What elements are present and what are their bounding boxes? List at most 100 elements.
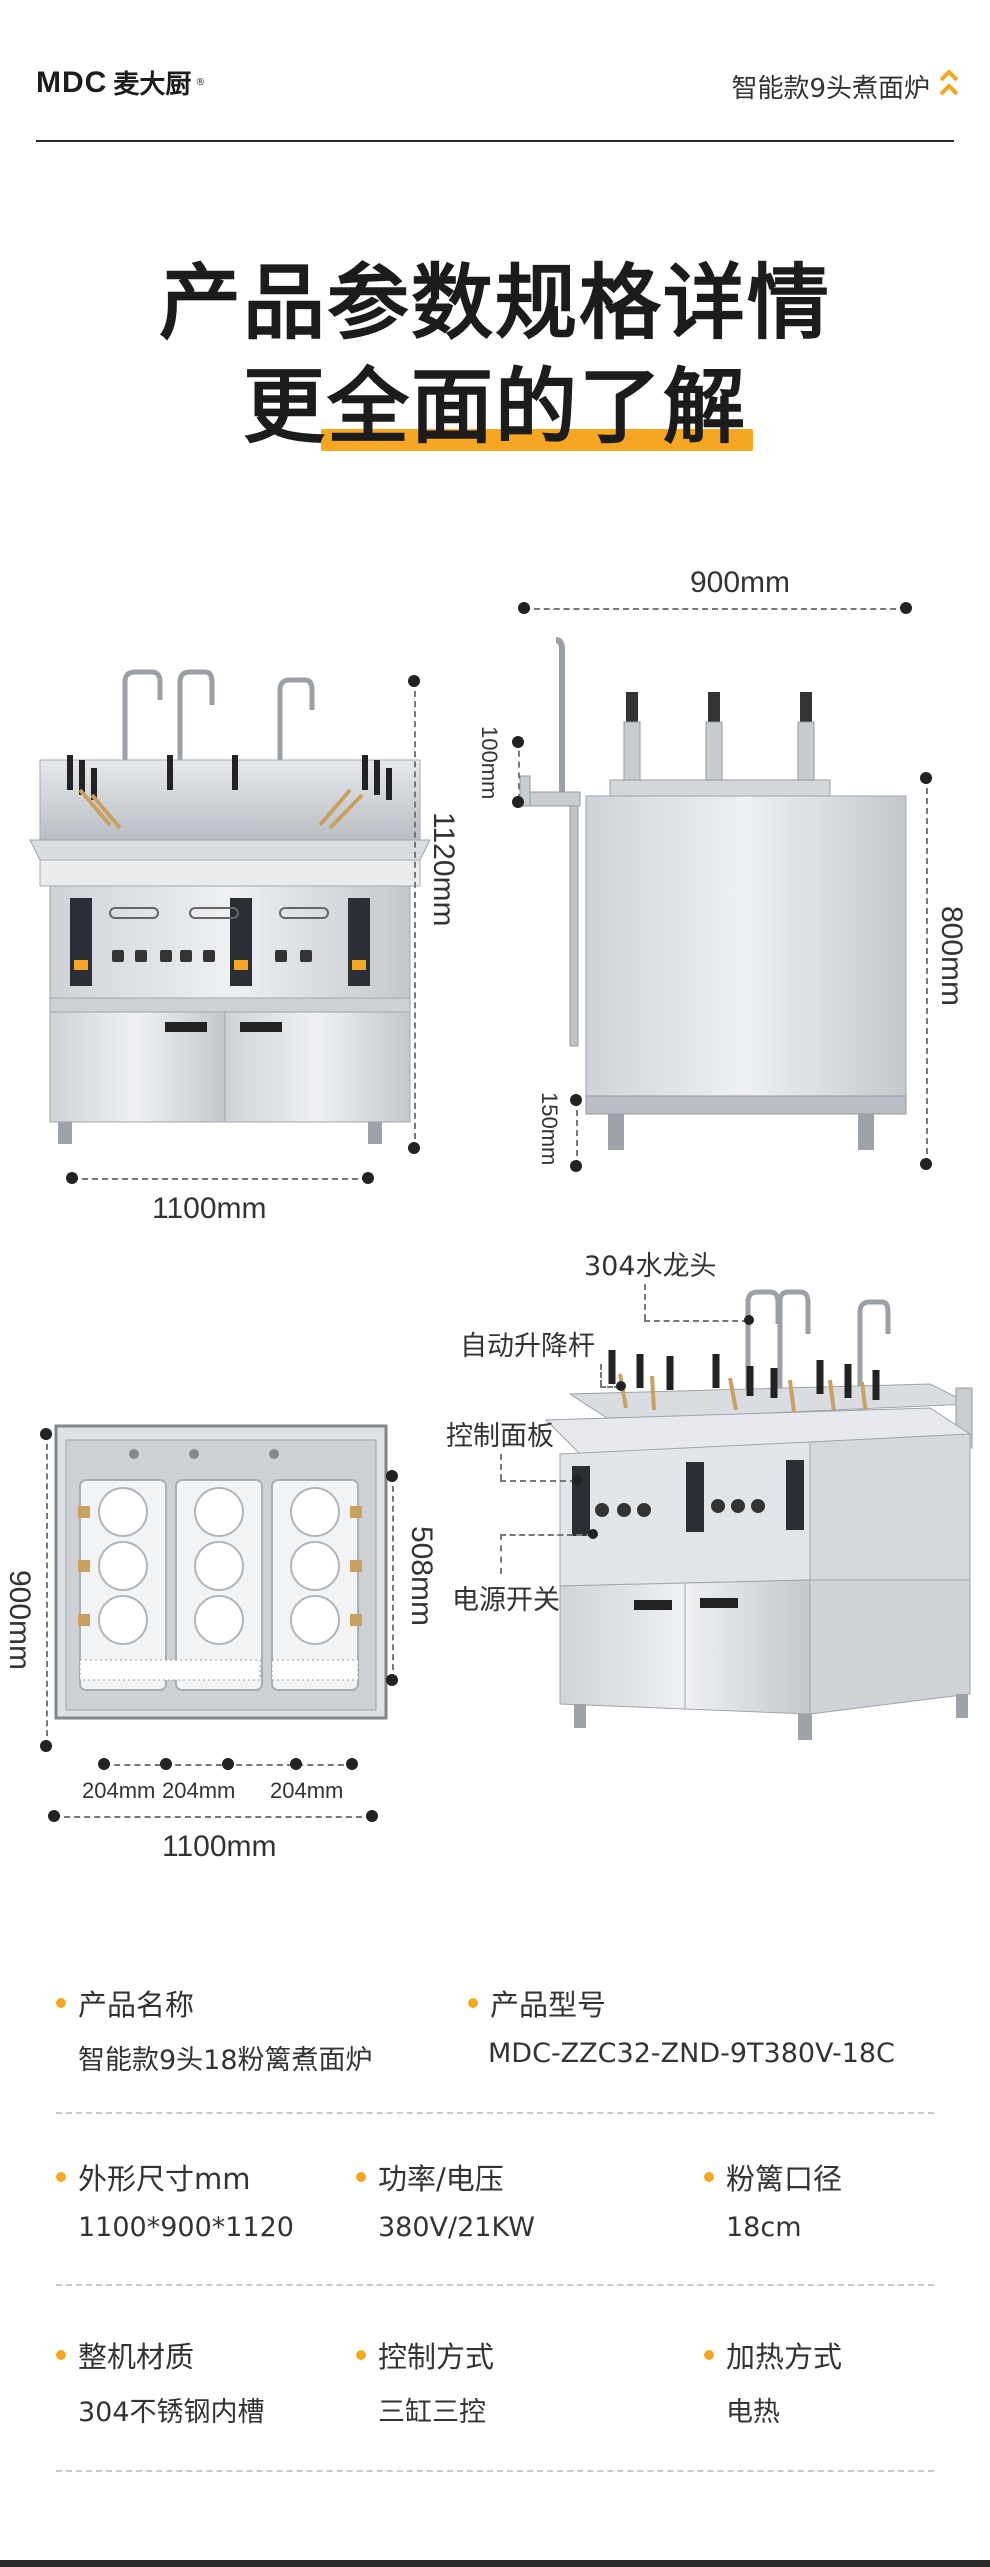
spec-divider xyxy=(56,2112,934,2114)
headline-highlight: 全面的了解 xyxy=(320,340,754,459)
double-chevron-up-icon xyxy=(939,69,959,96)
callout-power-line-h xyxy=(500,1534,592,1536)
spec-label-dimensions: 外形尺寸mm xyxy=(56,2156,251,2198)
spec-value-power: 380V/21KW xyxy=(378,2212,535,2243)
spec-label-model: 产品型号 xyxy=(468,1982,606,2024)
spec-label-product-name: 产品名称 xyxy=(56,1982,194,2024)
front-width-label: 1100mm xyxy=(152,1192,267,1225)
spec-label-text: 粉篱口径 xyxy=(726,2162,843,2196)
callout-lift-rod: 自动升降杆 xyxy=(460,1331,595,1362)
front-height-dimline xyxy=(414,681,416,1149)
spec-value-basket-size: 18cm xyxy=(726,2212,802,2243)
dim-dot xyxy=(920,772,932,784)
callout-dot xyxy=(616,1381,626,1391)
bullet-dot xyxy=(704,2172,714,2182)
front-height-label: 1120mm xyxy=(427,812,460,927)
callout-control-panel: 控制面板 xyxy=(446,1421,554,1452)
spec-value-model: MDC-ZZC32-ZND-9T380V-18C xyxy=(488,2038,895,2069)
spec-divider xyxy=(56,2470,934,2472)
spec-value-dimensions: 1100*900*1120 xyxy=(78,2212,294,2243)
dim-dot xyxy=(570,1094,582,1106)
spec-divider xyxy=(56,2284,934,2286)
dim-dot xyxy=(366,1810,378,1822)
callout-dot xyxy=(744,1315,754,1325)
dim-dot xyxy=(570,1160,582,1172)
dim-dot xyxy=(900,602,912,614)
registered-mark: ® xyxy=(195,77,206,88)
dim-dot xyxy=(362,1172,374,1184)
side-leg-dimline xyxy=(576,1100,578,1166)
callout-power-line xyxy=(500,1534,502,1574)
dim-dot xyxy=(48,1810,60,1822)
header-divider xyxy=(36,140,954,142)
spec-value-product-name: 智能款9头18粉篱煮面炉 xyxy=(78,2045,373,2076)
brand-logo: MDC 麦大厨 ® xyxy=(36,64,205,101)
bullet-dot xyxy=(356,2350,366,2360)
dim-dot xyxy=(290,1758,302,1770)
top-basin-label: 508mm xyxy=(405,1526,438,1627)
top-view-illustration xyxy=(54,1424,388,1720)
side-depth-dimline xyxy=(524,608,906,610)
dim-dot xyxy=(518,602,530,614)
side-body-dimline xyxy=(926,778,928,1164)
spec-label-text: 整机材质 xyxy=(78,2340,195,2374)
callout-lift-line-h xyxy=(600,1386,620,1388)
side-top-label: 100mm xyxy=(477,726,502,800)
callout-faucet: 304水龙头 xyxy=(584,1251,717,1282)
spec-value-control: 三缸三控 xyxy=(378,2397,486,2428)
callout-panel-line-h xyxy=(500,1480,576,1482)
front-view-illustration xyxy=(29,669,431,1144)
callout-lift-line xyxy=(600,1364,602,1386)
spec-label-material: 整机材质 xyxy=(56,2334,194,2376)
side-body-label: 800mm xyxy=(935,906,968,1007)
dim-dot xyxy=(40,1740,52,1752)
callout-panel-line xyxy=(500,1454,502,1480)
bullet-dot xyxy=(56,2172,66,2182)
dim-dot xyxy=(222,1758,234,1770)
headline-line-2: 更全面的了解 xyxy=(0,340,990,459)
callout-faucet-line xyxy=(644,1284,646,1320)
top-width-label: 1100mm xyxy=(162,1830,277,1863)
dim-dot xyxy=(408,1142,420,1154)
bullet-dot xyxy=(356,2172,366,2182)
spec-label-control: 控制方式 xyxy=(356,2334,494,2376)
spec-label-heating: 加热方式 xyxy=(704,2334,842,2376)
top-segment-1-label: 204mm xyxy=(82,1778,156,1803)
bullet-dot xyxy=(56,2350,66,2360)
dim-dot xyxy=(512,736,524,748)
callout-dot xyxy=(572,1475,582,1485)
header-title: 智能款9头煮面炉 xyxy=(731,74,930,104)
headline-line-1: 产品参数规格详情 xyxy=(158,256,831,351)
side-top-dimline xyxy=(518,740,520,800)
spec-label-text: 加热方式 xyxy=(726,2340,843,2374)
front-width-dimline xyxy=(72,1178,368,1180)
spec-label-text: 产品型号 xyxy=(490,1988,607,2022)
spec-value-material: 304不锈钢内槽 xyxy=(78,2397,265,2428)
dim-dot xyxy=(920,1158,932,1170)
logo-chinese: 麦大厨 xyxy=(113,70,192,100)
logo-latin: MDC xyxy=(36,65,108,99)
top-depth-dimline xyxy=(46,1434,48,1746)
headline-prefix: 更 xyxy=(242,360,327,455)
dim-dot xyxy=(98,1758,110,1770)
dim-dot xyxy=(512,796,524,808)
dim-dot xyxy=(40,1428,52,1440)
dim-dot xyxy=(160,1758,172,1770)
spec-label-text: 产品名称 xyxy=(78,1988,195,2022)
top-width-dimline xyxy=(54,1816,372,1818)
top-segment-3-label: 204mm xyxy=(270,1778,344,1803)
callout-dot xyxy=(588,1529,598,1539)
side-leg-label: 150mm xyxy=(537,1092,562,1166)
spec-label-basket-size: 粉篱口径 xyxy=(704,2156,842,2198)
top-depth-label: 900mm xyxy=(3,1570,36,1671)
dim-dot xyxy=(386,1674,398,1686)
side-view-illustration xyxy=(519,637,907,1150)
top-basin-dimline xyxy=(392,1476,394,1680)
bullet-dot xyxy=(704,2350,714,2360)
dim-dot xyxy=(346,1758,358,1770)
side-depth-label: 900mm xyxy=(690,566,791,599)
dim-dot xyxy=(66,1172,78,1184)
bullet-dot xyxy=(468,1998,478,2008)
spec-value-heating: 电热 xyxy=(726,2397,780,2428)
spec-label-text: 功率/电压 xyxy=(378,2162,504,2196)
